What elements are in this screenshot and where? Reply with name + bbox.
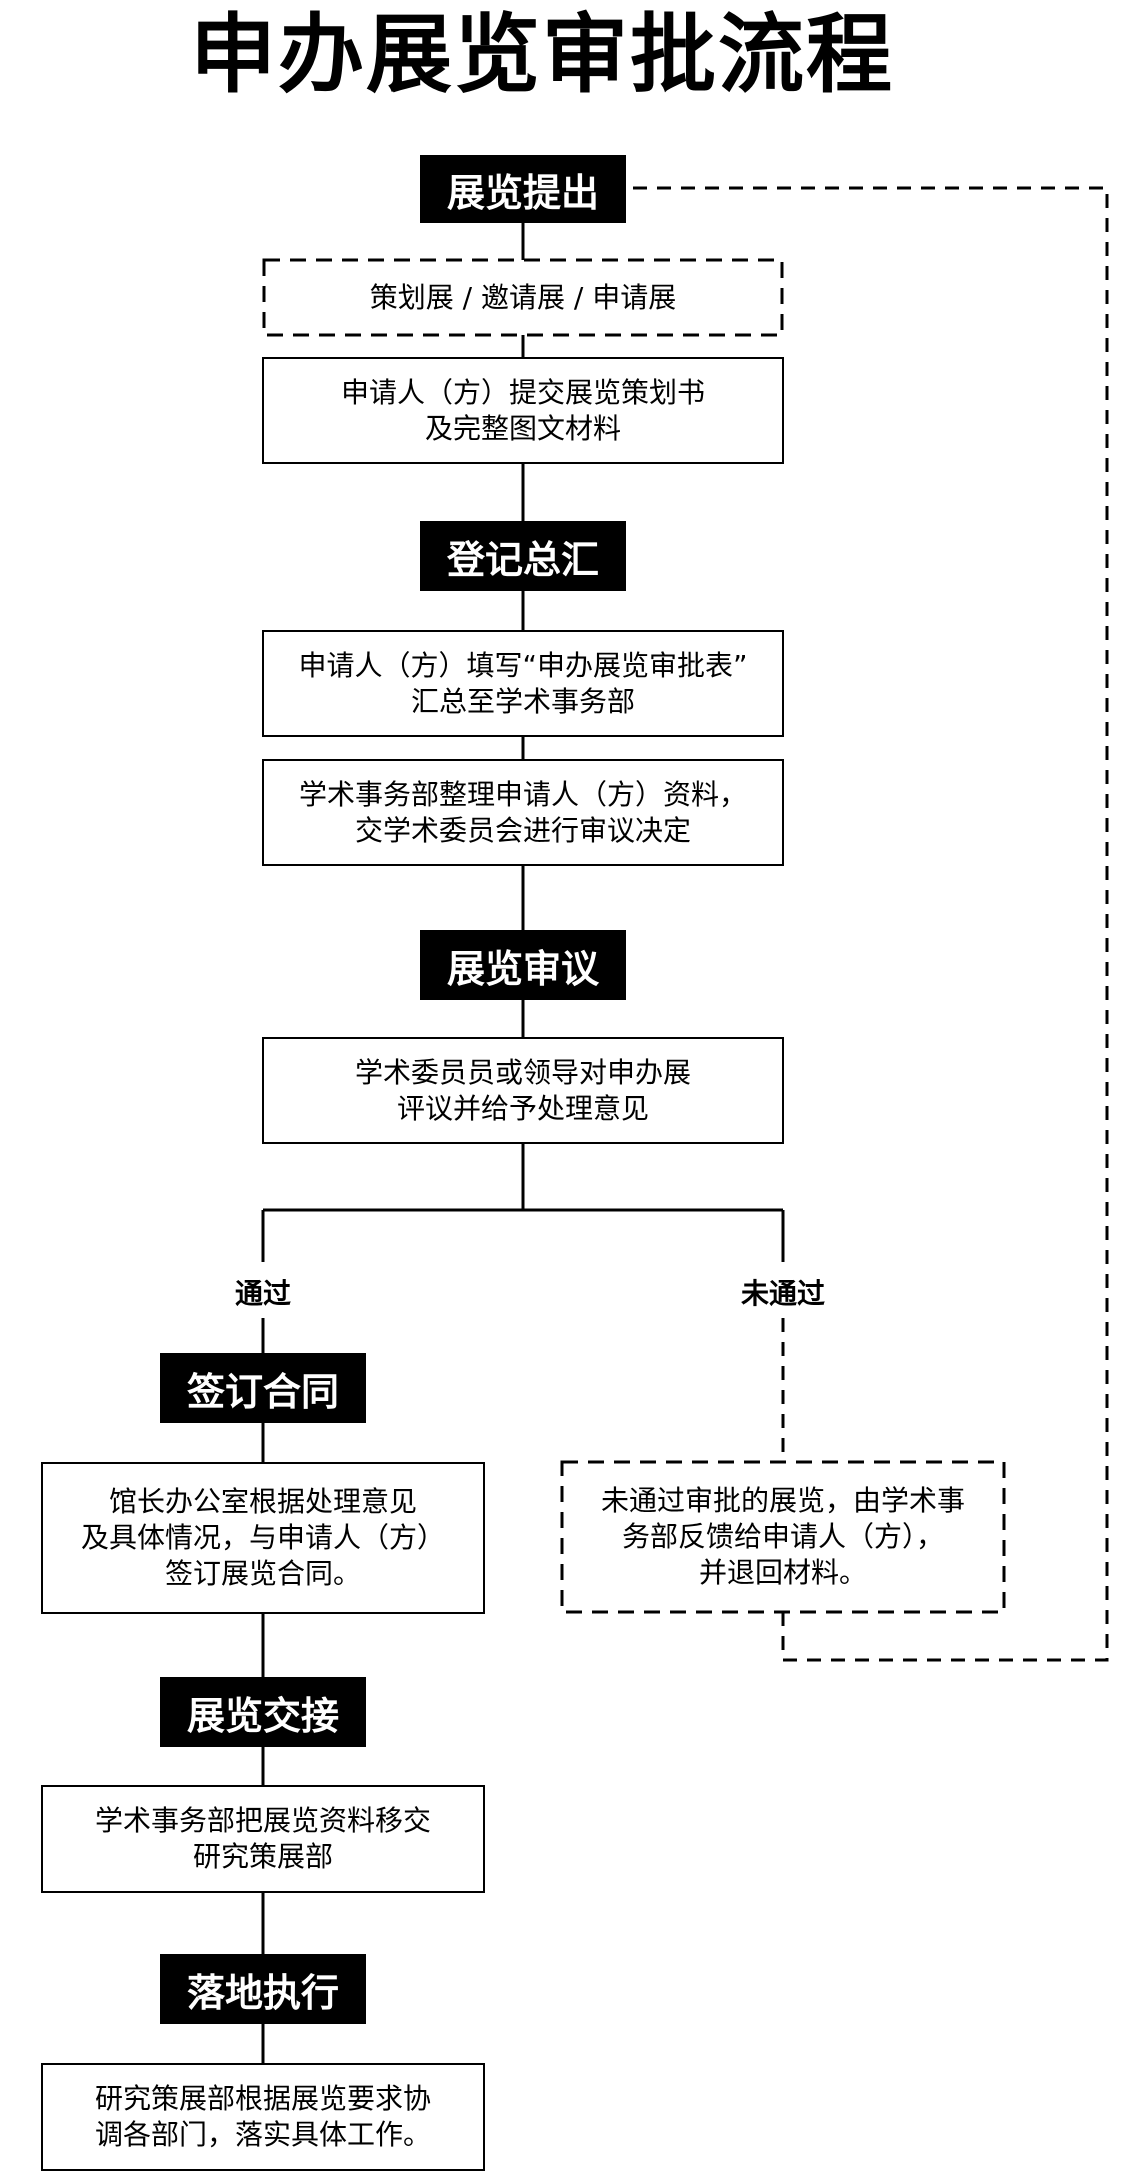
box-organize-materials: 学术事务部整理申请人（方）资料， 交学术委员会进行审议决定: [262, 759, 784, 866]
box-submit-material: 申请人（方）提交展览策划书 及完整图文材料: [262, 357, 784, 464]
box-transfer-line-2: 研究策展部: [192, 1840, 333, 1873]
box-transfer-line-1: 学术事务部把展览资料移交: [94, 1804, 431, 1837]
box-fill-form-line-2: 汇总至学术事务部: [410, 684, 635, 718]
stage-handover: 展览交接: [160, 1677, 366, 1747]
connector-return-loop: [628, 186, 1109, 1662]
box-exhibition-types: 策划展 / 邀请展 / 申请展: [264, 260, 782, 335]
stage-contract: 签订合同: [160, 1353, 366, 1423]
box-rejected: 未通过审批的展览，由学术事 务部反馈给申请人（方）， 并退回材料。: [562, 1462, 1004, 1612]
box-organize-materials-line-2: 交学术委员会进行审议决定: [354, 813, 691, 847]
box-implement: 研究策展部根据展览要求协 调各部门，落实具体工作。: [41, 2063, 485, 2171]
dashed-box-rejected-border: [560, 1460, 1006, 1614]
box-committee-review: 学术委员员或领导对申办展 评议并给予处理意见: [262, 1037, 784, 1144]
branch-label-fail: 未通过: [732, 1270, 834, 1314]
box-transfer: 学术事务部把展览资料移交 研究策展部: [41, 1785, 485, 1893]
box-implement-line-1: 研究策展部根据展览要求协: [94, 2082, 431, 2115]
box-exhibition-types-line: 策划展 / 邀请展 / 申请展: [369, 280, 677, 314]
box-rejected-line-3: 并退回材料。: [698, 1556, 867, 1589]
stage-review: 展览审议: [420, 930, 626, 1000]
box-committee-review-line-1: 学术委员员或领导对申办展: [354, 1055, 691, 1089]
stage-submit: 展览提出: [420, 155, 626, 223]
branch-label-pass: 通过: [226, 1270, 300, 1314]
dashed-box-types-border: [262, 258, 784, 337]
box-submit-material-line-1: 申请人（方）提交展览策划书: [340, 375, 705, 409]
stage-execute: 落地执行: [160, 1954, 366, 2024]
box-rejected-line-1: 未通过审批的展览，由学术事: [600, 1484, 965, 1517]
box-fill-form: 申请人（方）填写“申办展览审批表” 汇总至学术事务部: [262, 630, 784, 737]
box-sign-contract-line-2: 及具体情况，与申请人（方）: [80, 1521, 445, 1554]
box-submit-material-line-2: 及完整图文材料: [424, 411, 621, 445]
box-implement-line-2: 调各部门，落实具体工作。: [94, 2118, 431, 2151]
stage-register: 登记总汇: [420, 521, 626, 591]
box-sign-contract-line-3: 签订展览合同。: [164, 1557, 361, 1590]
box-organize-materials-line-1: 学术事务部整理申请人（方）资料，: [298, 777, 747, 811]
box-fill-form-line-1: 申请人（方）填写“申办展览审批表”: [298, 648, 748, 682]
box-committee-review-line-2: 评议并给予处理意见: [396, 1091, 649, 1125]
box-rejected-line-2: 务部反馈给申请人（方），: [621, 1520, 944, 1553]
box-sign-contract: 馆长办公室根据处理意见 及具体情况，与申请人（方） 签订展览合同。: [41, 1462, 485, 1614]
page-title: 申办展览审批流程: [190, 5, 894, 105]
box-sign-contract-line-1: 馆长办公室根据处理意见: [108, 1485, 417, 1518]
